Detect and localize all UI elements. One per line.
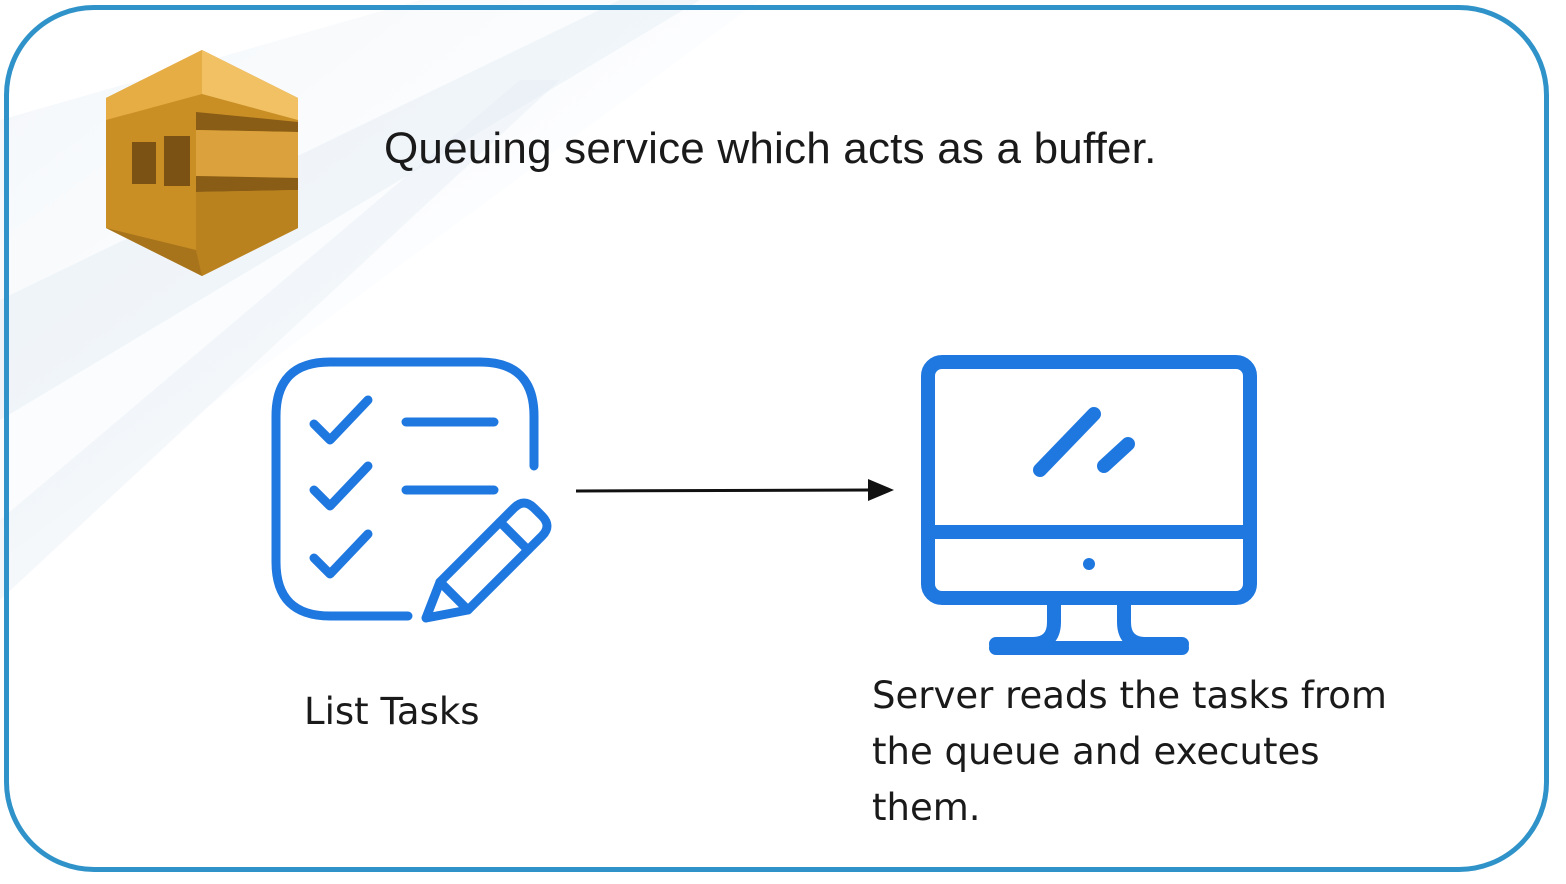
list-tasks-label: List Tasks — [304, 690, 480, 733]
checklist-with-pencil-icon — [271, 357, 552, 623]
queue-service-logo-icon — [106, 50, 298, 276]
rounded-frame — [4, 5, 1549, 872]
right-arrow-icon — [575, 479, 894, 501]
desktop-monitor-icon — [921, 355, 1257, 655]
page-title: Queuing service which acts as a buffer. — [384, 124, 1157, 173]
server-description-label: Server reads the tasks from the queue an… — [872, 674, 1387, 829]
